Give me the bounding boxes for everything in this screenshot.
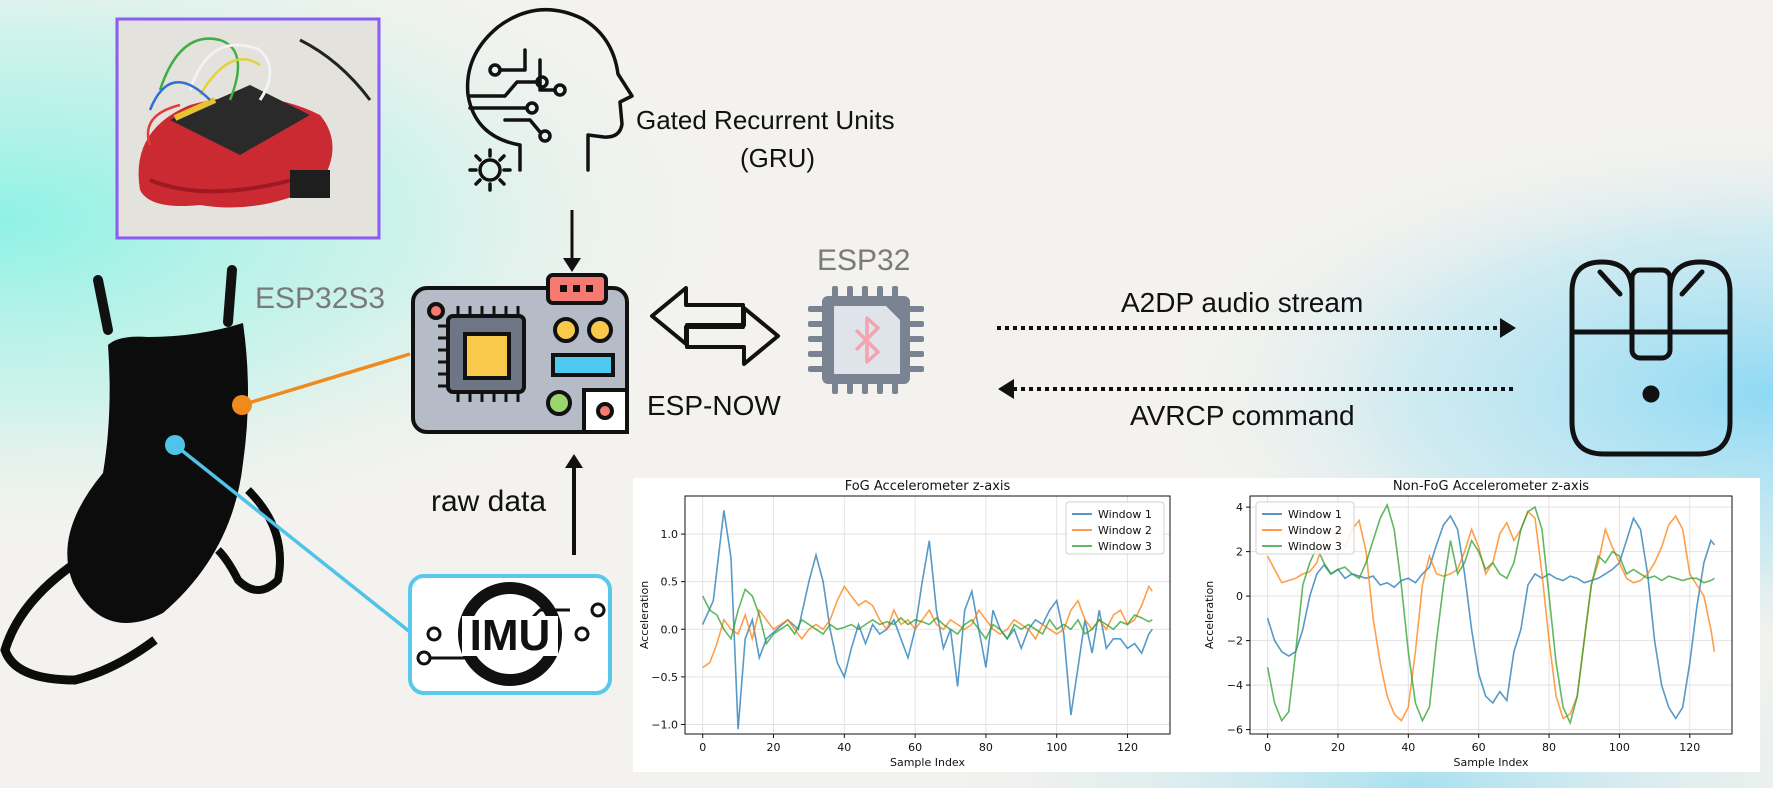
legend-label: Window 2 [1288, 524, 1342, 537]
chart-title: Non-FoG Accelerometer z-axis [1393, 479, 1589, 494]
x-axis-label: Sample Index [890, 756, 966, 769]
microcontroller-board-icon [411, 273, 629, 434]
avrcp-arrow [998, 379, 1516, 399]
legend-label: Window 3 [1288, 540, 1342, 553]
x-tick-label: 100 [1609, 741, 1630, 754]
x-tick-label: 120 [1679, 741, 1700, 754]
x-tick-label: 0 [699, 741, 706, 754]
raw-data-label: raw data [431, 485, 547, 518]
legend-label: Window 1 [1098, 508, 1152, 521]
imu-label: IMU [470, 611, 551, 660]
legend-label: Window 1 [1288, 508, 1342, 521]
a2dp-label: A2DP audio stream [1121, 287, 1364, 318]
x-tick-label: 60 [908, 741, 922, 754]
x-tick-label: 60 [1472, 741, 1486, 754]
imu-sensor-icon: IMU [408, 574, 612, 695]
x-tick-label: 40 [1401, 741, 1415, 754]
ankle-brace-icon [0, 265, 284, 685]
legend-box [1255, 501, 1355, 555]
y-tick-label: −4 [1227, 679, 1243, 692]
series-line-3 [701, 587, 1153, 646]
plot-frame [1249, 495, 1733, 735]
bidirectional-arrow-icon [650, 286, 780, 366]
arrow-imu-to-board [565, 454, 583, 555]
y-tick-label: −2 [1227, 635, 1243, 648]
legend-label: Window 2 [1098, 524, 1152, 537]
brain-gear-icon [465, 7, 634, 192]
earbuds-case-icon [1569, 259, 1733, 457]
esp32s3-label: ESP32S3 [255, 282, 386, 315]
chart-title: FoG Accelerometer z-axis [845, 479, 1011, 494]
fog-chart-panel: FoG Accelerometer z-axis 0 20 40 60 80 100 120 −… [633, 478, 1198, 772]
y-tick-label: 4 [1236, 501, 1243, 514]
x-tick-label: 80 [979, 741, 993, 754]
gru-title-line2: (GRU) [740, 143, 816, 173]
y-tick-label: −1.0 [651, 718, 678, 731]
series-line-1 [1266, 514, 1716, 720]
x-axis-label: Sample Index [1453, 756, 1529, 769]
y-tick-label: −6 [1227, 724, 1243, 737]
y-tick-label: −0.5 [651, 671, 678, 684]
y-tick-label: 0 [1236, 590, 1243, 603]
x-tick-label: 40 [837, 741, 851, 754]
x-tick-label: 20 [767, 741, 781, 754]
y-tick-label: 0.5 [661, 576, 679, 589]
x-tick-label: 100 [1046, 741, 1067, 754]
x-tick-label: 80 [1542, 741, 1556, 754]
x-tick-label: 20 [1331, 741, 1345, 754]
esp32-label: ESP32 [817, 244, 911, 277]
legend-box [1065, 501, 1165, 555]
ankle-to-imu-line [165, 435, 412, 634]
a2dp-arrow [997, 318, 1516, 338]
y-axis-label: Acceleration [1203, 581, 1216, 649]
espnow-label: ESP-NOW [647, 390, 781, 421]
bluetooth-chip-icon [808, 286, 924, 394]
arrow-gru-to-board [563, 210, 581, 272]
fog-chart: FoG Accelerometer z-axis 0 20 40 60 80 100 120 −… [638, 479, 1171, 769]
legend-label: Window 3 [1098, 540, 1152, 553]
ankle-to-board-line [232, 352, 411, 415]
x-tick-label: 0 [1264, 741, 1271, 754]
x-tick-label: 120 [1117, 741, 1138, 754]
y-tick-label: 1.0 [661, 528, 679, 541]
series-line-3 [1266, 502, 1715, 726]
y-tick-label: 0.0 [661, 623, 679, 636]
series-line-2 [702, 584, 1153, 669]
gru-title-line1: Gated Recurrent Units [636, 105, 895, 135]
device-photo [115, 17, 381, 240]
y-tick-label: 2 [1236, 546, 1243, 559]
plot-frame [684, 495, 1171, 735]
avrcp-label: AVRCP command [1130, 400, 1355, 431]
y-axis-label: Acceleration [638, 581, 651, 649]
